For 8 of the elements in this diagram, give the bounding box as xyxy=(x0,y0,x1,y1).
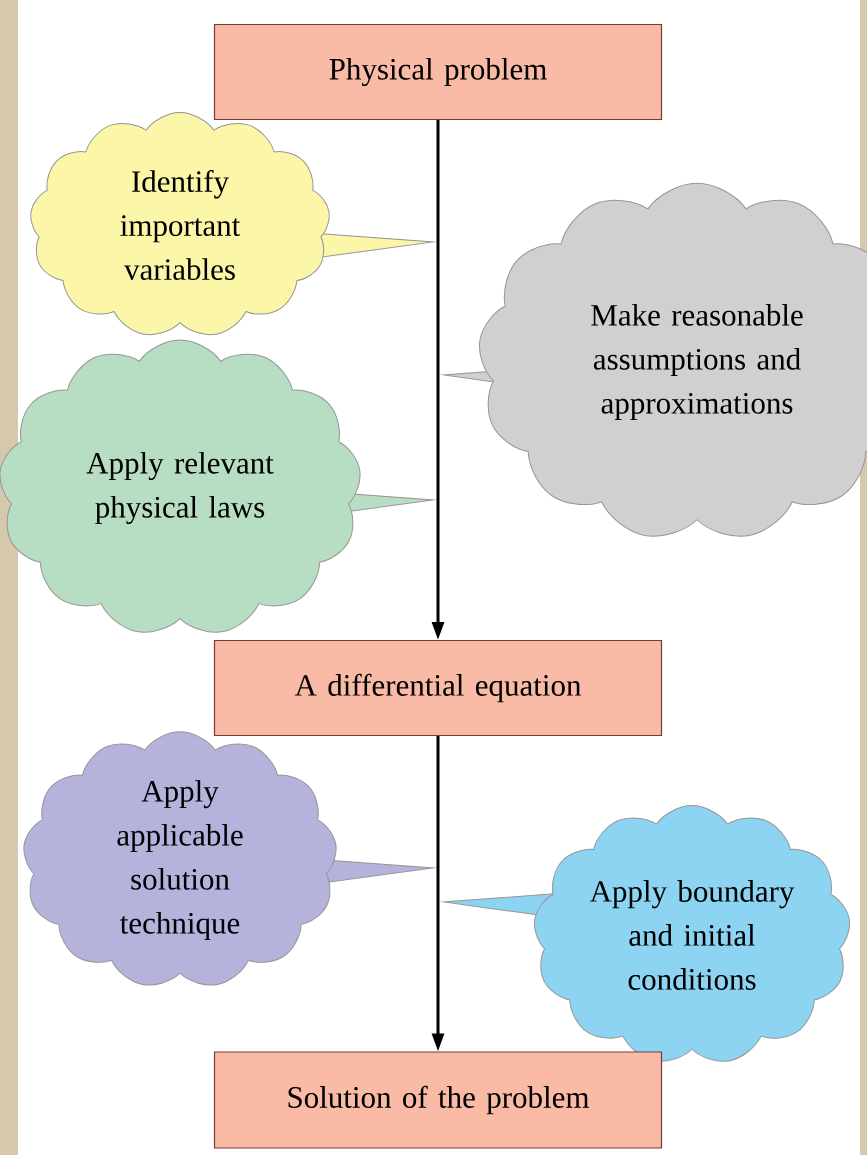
process-box: Physical problem xyxy=(213,23,663,121)
process-box: Solution of the problem xyxy=(213,1051,663,1149)
speech-cloud: Apply relevant physical laws xyxy=(0,339,434,633)
speech-cloud: Apply boundary and initial conditions xyxy=(443,805,851,1062)
speech-cloud: Make reasonable assumptions and approximations xyxy=(443,182,867,537)
process-box: A differential equation xyxy=(213,639,663,737)
speech-cloud: Apply applicable solution technique xyxy=(23,731,434,986)
speech-cloud: Identify important variables xyxy=(30,112,434,336)
